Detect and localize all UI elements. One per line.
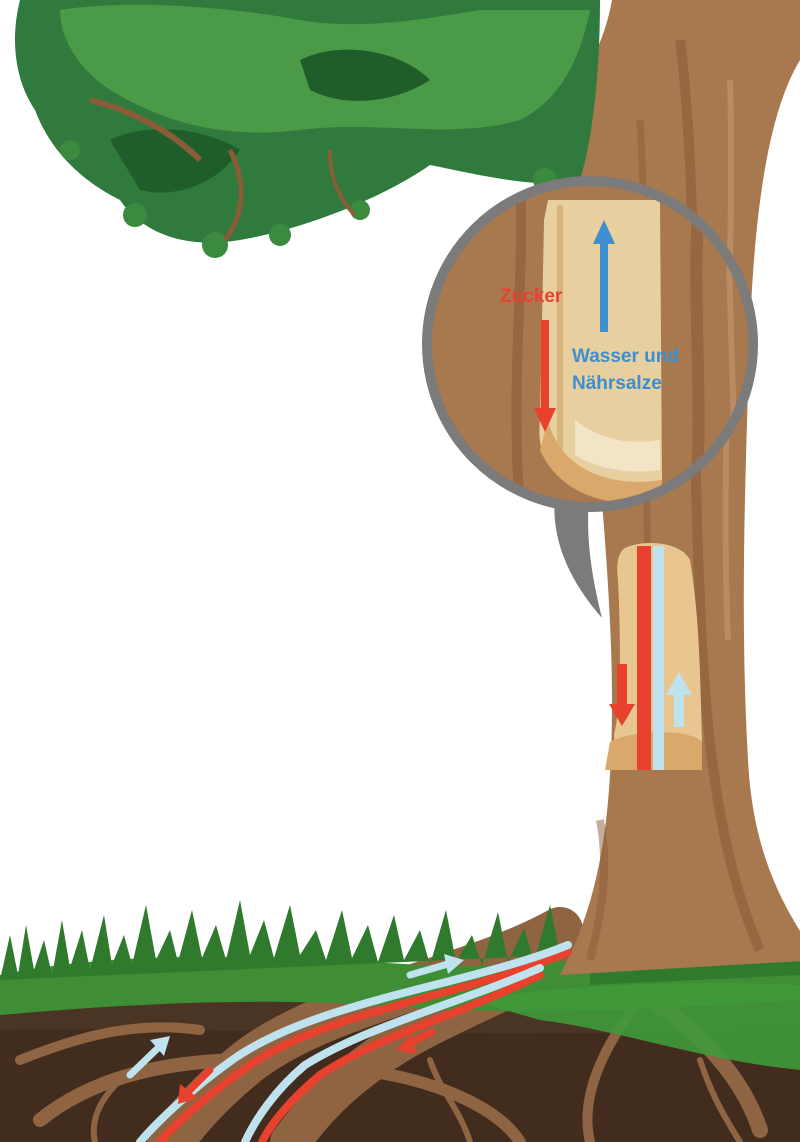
water-label-line2: Nährsalze: [572, 373, 662, 394]
water-label-line1: Wasser und: [572, 346, 679, 367]
sugar-label: Zucker: [500, 286, 563, 307]
water-xylem-channel: [653, 546, 664, 770]
sugar-phloem-channel: [637, 546, 651, 770]
